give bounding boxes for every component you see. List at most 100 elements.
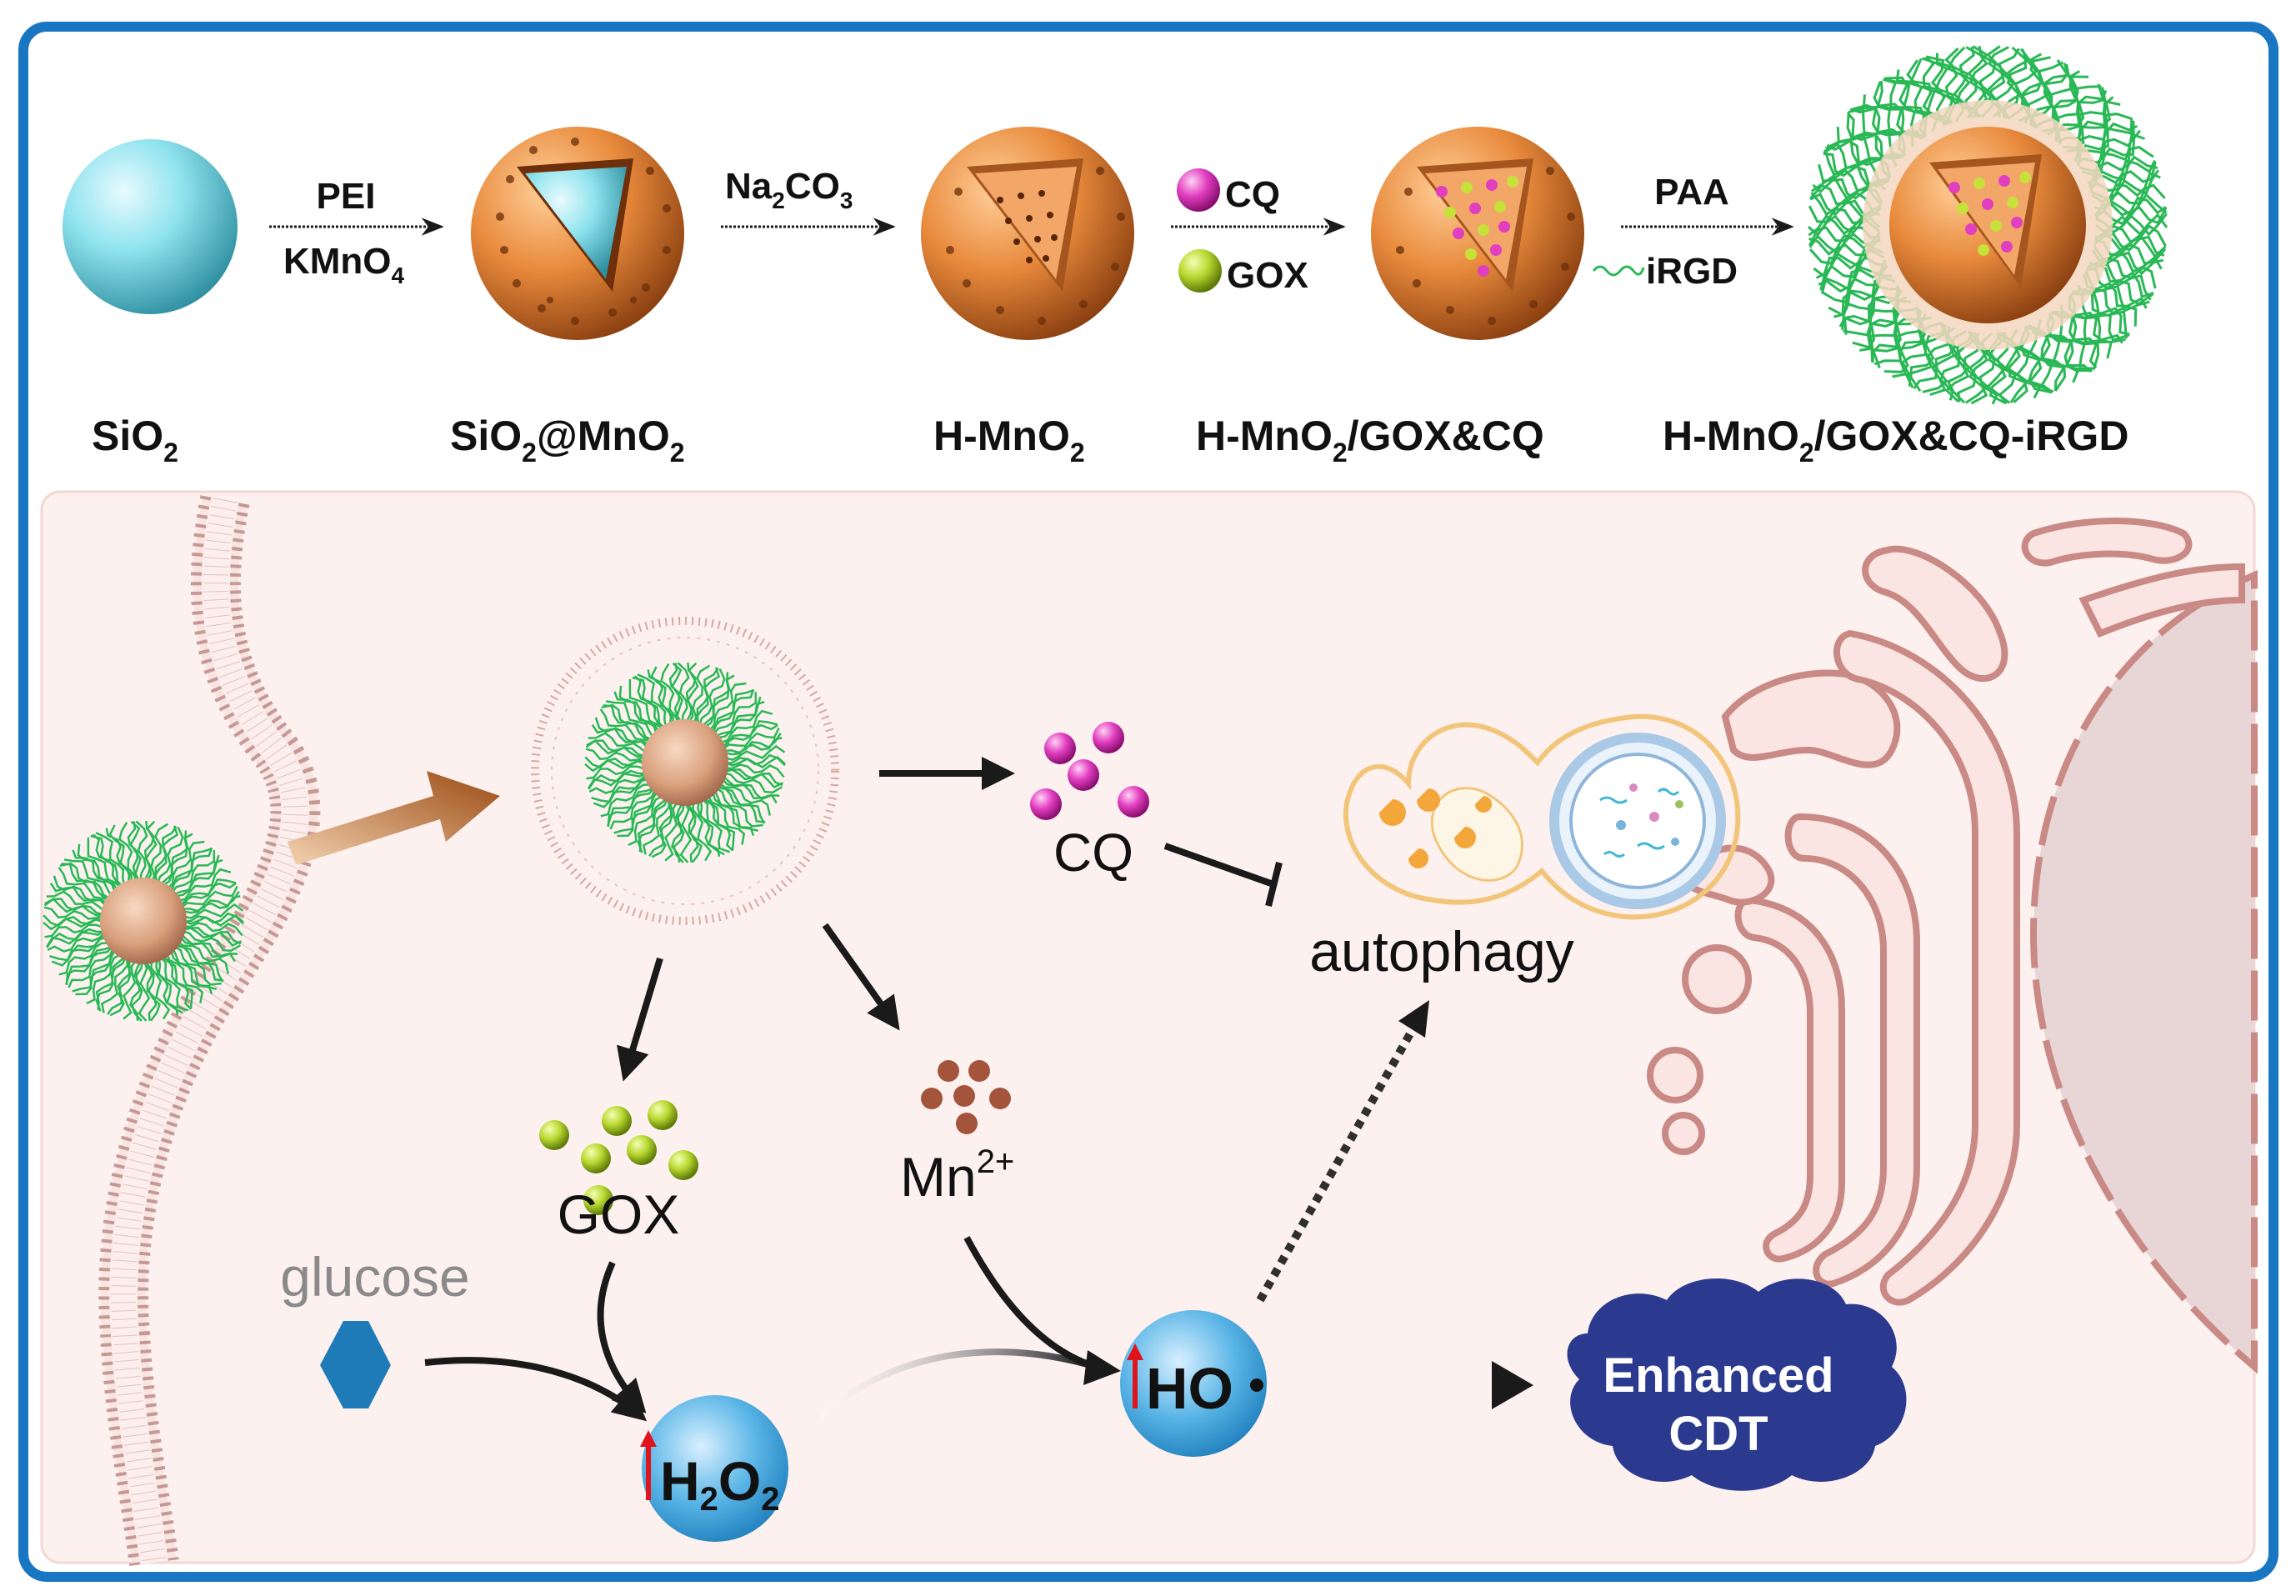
glucose-hexagon-icon (320, 1321, 391, 1408)
polymer-strand (607, 787, 655, 827)
arrow-h2o2-to-ho-head (1083, 1350, 1121, 1385)
polymer-strand (584, 756, 646, 769)
arrow-to-gox (617, 957, 663, 1082)
label-ho: HO (1146, 1356, 1233, 1421)
polymer-strand (59, 862, 111, 900)
cq-molecules (1030, 722, 1149, 820)
polymer-strand (721, 777, 778, 804)
polymer-strand (637, 797, 668, 853)
polymer-strand (129, 820, 142, 882)
polymer-strand (127, 821, 141, 882)
polymer-strand (65, 945, 113, 985)
polymer-strand (600, 783, 652, 818)
polymer-strand (586, 739, 647, 758)
polymer-strand (692, 664, 711, 724)
label-gox: GOX (558, 1183, 680, 1245)
polymer-strand (642, 798, 670, 855)
polymer-strand (703, 674, 735, 728)
polymer-strand (716, 785, 766, 823)
polymer-strand (144, 960, 158, 1021)
h2o2-bubble (640, 1395, 788, 1542)
polymer-strand (183, 903, 244, 919)
polymer-strand (58, 867, 110, 901)
inhibition-line (1163, 843, 1273, 887)
nucleus (2029, 569, 2258, 1374)
polymer-strand (183, 922, 243, 937)
polymer-strand (721, 723, 778, 749)
polymer-strand (68, 947, 114, 988)
irgd-squiggle-icon (1592, 265, 1645, 277)
polymer-strand (723, 771, 783, 794)
label-pei: PEI (317, 176, 376, 217)
hollow-mno2-particle (921, 127, 1134, 340)
autophagosome-lysosome-icon (1343, 713, 1741, 920)
polymer-strand (182, 895, 241, 914)
label-paa: PAA (1654, 172, 1729, 213)
polymer-strand (715, 787, 763, 828)
polymer-strand (47, 931, 106, 953)
polymer-strand (588, 732, 648, 754)
polymer-strand (58, 941, 110, 976)
polymer-strand (713, 692, 758, 736)
plasma-membrane (98, 495, 321, 1566)
polymer-strand (648, 799, 673, 857)
mechanism-panel: CQ (40, 490, 2258, 1566)
inhibition-bar (1265, 862, 1283, 907)
polymer-strand (671, 802, 684, 863)
polymer-strand (135, 820, 148, 882)
polymer-strand (63, 858, 113, 898)
polymer-strand (628, 794, 663, 847)
polymer-strand (90, 834, 124, 888)
incoming-nanoparticle (43, 820, 244, 1022)
polymer-strand (159, 956, 189, 1012)
polymer-strand (95, 955, 127, 1011)
polymer-strand (613, 790, 658, 834)
arrow-ho-to-autophagy-head (1398, 1000, 1429, 1038)
polymer-strand (174, 858, 223, 898)
polymer-strand (77, 843, 118, 892)
polymer-strand (686, 802, 699, 863)
polymer-strand (687, 662, 699, 723)
label-gox-step: GOX (1227, 255, 1308, 296)
polymer-strand (609, 788, 656, 830)
sio2-mno2-particle (471, 127, 684, 340)
polymer-strand (603, 704, 653, 741)
name-final: H-MnO2/GOX&CQ-iRGD (1663, 413, 2128, 468)
polymer-strand (156, 826, 184, 884)
label-irgd: iRGD (1646, 251, 1738, 292)
label-mn: Mn2+ (900, 1143, 1014, 1208)
label-cdt-line1: Enhanced (1603, 1348, 1833, 1403)
cdt-cloud (1567, 1278, 1907, 1491)
polymer-strand (707, 794, 746, 845)
polymer-strand (145, 820, 158, 882)
polymer-strand (183, 912, 244, 925)
polymer-strand (43, 914, 104, 928)
polymer-strand (588, 769, 647, 790)
polymer-strand (154, 825, 179, 883)
polymer-strand (677, 662, 690, 723)
polymer-strand (618, 685, 660, 733)
polymer-strand (605, 700, 655, 739)
polymer-strand (154, 826, 178, 883)
arrow-to-cdt-head (1492, 1361, 1533, 1409)
arrow-to-mn (822, 923, 900, 1031)
synthesis-row: PEI KMnO4 Na2CO3 (63, 45, 2168, 468)
polymer-strand (711, 688, 755, 734)
gox-molecules (539, 1100, 698, 1215)
polymer-strand (599, 708, 652, 743)
polymer-strand (724, 763, 785, 778)
polymer-strand (698, 668, 726, 726)
polymer-strand (711, 791, 755, 837)
silica-sphere (63, 139, 238, 314)
label-kmno4: KMnO4 (283, 241, 405, 288)
polymer-strand (703, 797, 733, 852)
polymer-strand (118, 821, 138, 883)
polymer-strand (155, 958, 179, 1016)
label-na2co3: Na2CO3 (725, 166, 853, 213)
ho-bubble (1120, 1310, 1267, 1457)
polymer-strand (724, 744, 786, 761)
polymer-strand (46, 890, 106, 913)
polymer-strand (650, 666, 674, 725)
polymer-strand (719, 709, 773, 744)
polymer-strand (586, 765, 647, 780)
